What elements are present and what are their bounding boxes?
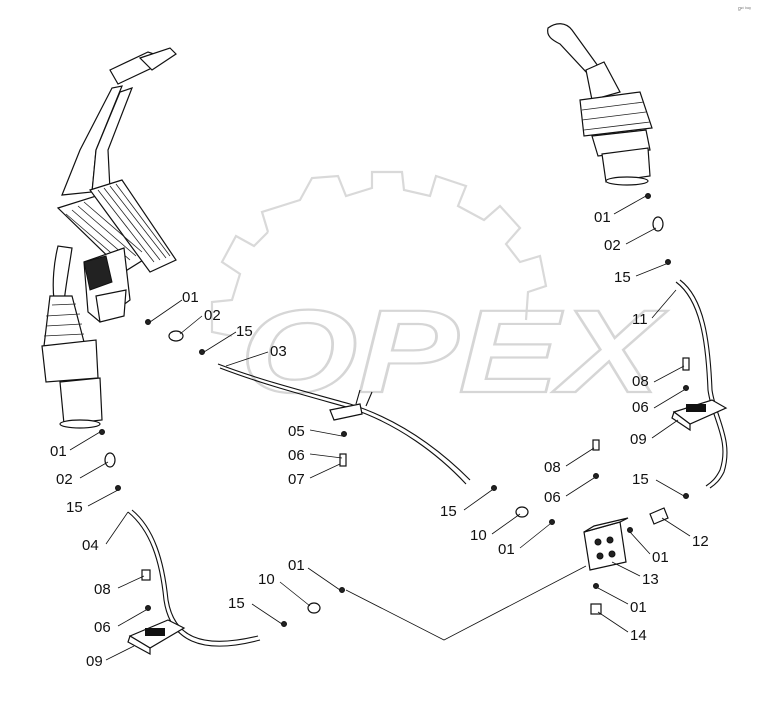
callout-label: 01 [182, 289, 199, 306]
callouts: 01 02 15 03 01 02 15 04 08 06 09 05 06 0… [50, 195, 709, 670]
joystick-left [41, 245, 103, 429]
watermark-text: OPEX [240, 286, 668, 418]
callout-label: 11 [632, 311, 648, 328]
bracket-05 [329, 403, 363, 421]
callout-label: 03 [270, 343, 287, 360]
callout-label: 09 [630, 431, 647, 448]
callout-label: 01 [288, 557, 305, 574]
callout-label: 12 [692, 533, 709, 550]
callout-label: 15 [632, 471, 649, 488]
hose-03 [217, 363, 471, 481]
callout-label: 04 [82, 537, 99, 554]
callout-label: 10 [258, 571, 275, 588]
callout-label: 15 [236, 323, 253, 340]
watermark-gear [210, 170, 548, 338]
callout-label: 15 [440, 503, 457, 520]
fittings [99, 193, 690, 627]
callout-label: 08 [544, 459, 561, 476]
callout-label: 01 [498, 541, 515, 558]
callout-label: 02 [56, 471, 73, 488]
callout-label: 06 [632, 399, 649, 416]
callout-label: 08 [632, 373, 649, 390]
pedal-09-right [671, 399, 728, 432]
valve-block-13 [583, 517, 629, 571]
callout-label: 15 [66, 499, 83, 516]
hose-11 [675, 281, 724, 487]
callout-label: 15 [614, 269, 631, 286]
pedal-09-left [127, 619, 186, 656]
callout-label: 06 [544, 489, 561, 506]
callout-label: 08 [94, 581, 111, 598]
callout-label: 06 [288, 447, 305, 464]
callout-label: 01 [50, 443, 67, 460]
callout-label: 10 [470, 527, 487, 544]
callout-label: 13 [642, 571, 659, 588]
hose-04 [127, 511, 261, 647]
foot-pedal-assembly [56, 47, 177, 323]
callout-label: 05 [288, 423, 305, 440]
junction-line [345, 565, 587, 641]
callout-label: 01 [594, 209, 611, 226]
callout-label: 07 [288, 471, 305, 488]
callout-label: 01 [630, 599, 647, 616]
joystick-right [547, 23, 653, 186]
callout-label: 15 [228, 595, 245, 612]
callout-label: 06 [94, 619, 111, 636]
callout-label: 02 [204, 307, 221, 324]
corner-note: gᵉᵗ ᵇᵃᵍ [738, 6, 751, 12]
callout-label: 01 [652, 549, 669, 566]
callout-label: 02 [604, 237, 621, 254]
callout-label: 14 [630, 627, 647, 644]
callout-label: 09 [86, 653, 103, 670]
